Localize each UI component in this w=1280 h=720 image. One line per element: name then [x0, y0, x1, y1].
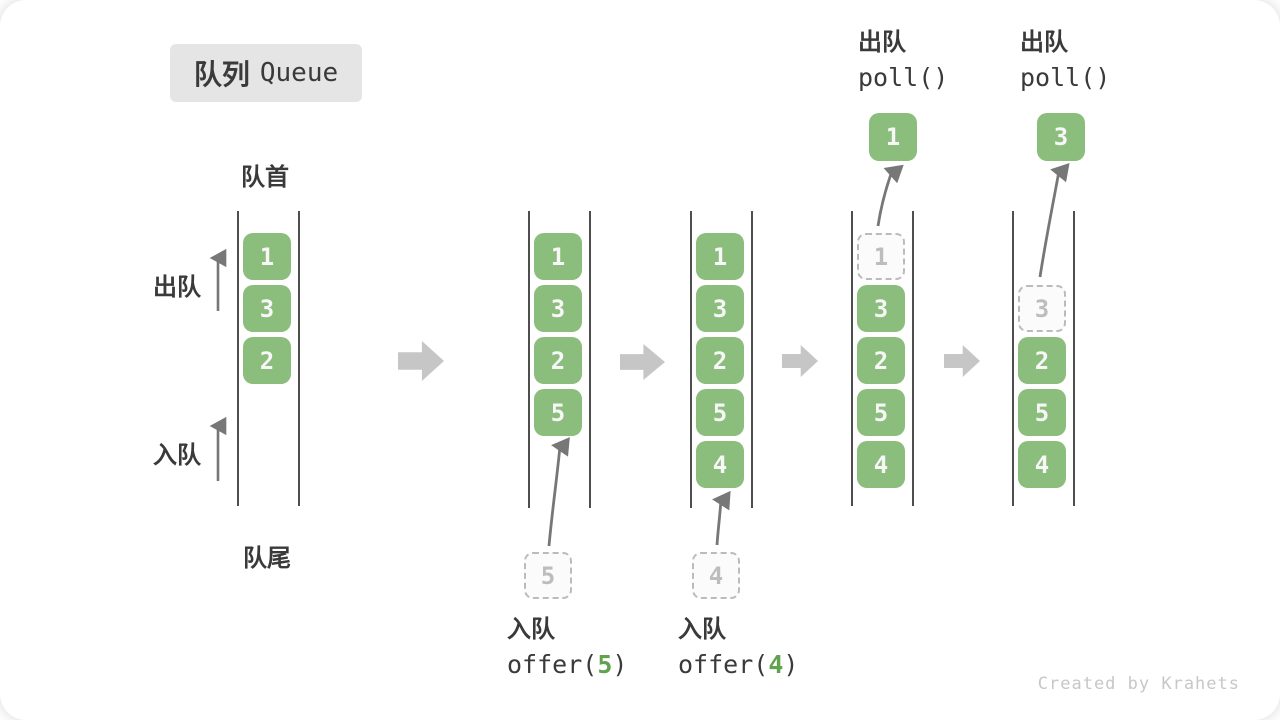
- diagram-title-zh: 队列: [193, 59, 250, 90]
- enqueue-4-arrow-icon: [712, 490, 731, 546]
- enqueue-side-label: 入队: [153, 442, 201, 469]
- queue4-cell: 5: [857, 389, 905, 436]
- queue4-dequeued-slot: 1: [857, 233, 905, 280]
- queue2-incoming-cell: 5: [524, 552, 572, 599]
- queue5-cell: 4: [1018, 441, 1066, 488]
- queue2-cell: 5: [534, 389, 582, 436]
- queue5-cell: 2: [1018, 337, 1066, 384]
- queue-front-label: 队首: [241, 164, 289, 191]
- queue3-cell: 2: [696, 337, 744, 384]
- queue2-cell: 1: [534, 233, 582, 280]
- transition-arrow-icon: [944, 345, 980, 377]
- transition-arrow-icon: [782, 345, 818, 377]
- transition-arrow-icon: [620, 344, 665, 380]
- op-offer5-zh: 入队: [507, 616, 555, 643]
- queue3-cell: 1: [696, 233, 744, 280]
- op-poll2-zh: 出队: [1020, 29, 1068, 56]
- dequeue-3-arrow-icon: [1038, 162, 1070, 278]
- op-offer5-code: offer(5): [507, 650, 628, 679]
- op-label-offer-4: 入队 offer(4): [678, 616, 799, 679]
- queue4-right-wall: [912, 211, 914, 506]
- queue5-right-wall: [1073, 211, 1075, 506]
- queue3-left-wall: [690, 211, 692, 508]
- queue4-outgoing-cell: 1: [869, 113, 917, 161]
- queue2-cell: 3: [534, 285, 582, 332]
- queue4-cell: 4: [857, 441, 905, 488]
- queue3-right-wall: [751, 211, 753, 508]
- dequeue-1-arrow-icon: [876, 164, 904, 227]
- queue-rear-label: 队尾: [243, 545, 291, 572]
- queue4-cell: 2: [857, 337, 905, 384]
- op-label-poll-2: 出队 poll(): [1020, 29, 1111, 92]
- queue5-cell: 5: [1018, 389, 1066, 436]
- diagram-title-en: Queue: [259, 58, 339, 88]
- queue3-cell: 3: [696, 285, 744, 332]
- queue2-cell: 2: [534, 337, 582, 384]
- dequeue-side-label: 出队: [153, 274, 201, 301]
- op-label-poll-1: 出队 poll(): [858, 29, 949, 92]
- queue1-cell: 2: [243, 337, 291, 384]
- queue4-cell: 3: [857, 285, 905, 332]
- transition-arrow-icon: [398, 341, 444, 381]
- watermark: Created by Krahets: [1037, 674, 1240, 694]
- queue1-cell: 3: [243, 285, 291, 332]
- op-poll1-zh: 出队: [858, 29, 906, 56]
- enqueue-5-arrow-icon: [547, 437, 570, 547]
- op-label-offer-5: 入队 offer(5): [507, 616, 628, 679]
- queue5-outgoing-cell: 3: [1037, 113, 1085, 161]
- queue1-right-wall: [298, 211, 300, 506]
- queue1-left-wall: [237, 211, 239, 506]
- op-poll2-code: poll(): [1020, 63, 1111, 92]
- queue3-cell: 4: [696, 441, 744, 488]
- op-poll1-code: poll(): [858, 63, 949, 92]
- queue2-right-wall: [589, 211, 591, 508]
- queue1-cell: 1: [243, 233, 291, 280]
- op-offer4-code: offer(4): [678, 650, 799, 679]
- queue3-incoming-cell: 4: [692, 552, 740, 599]
- queue4-left-wall: [851, 211, 853, 506]
- queue5-left-wall: [1012, 211, 1014, 506]
- queue3-cell: 5: [696, 389, 744, 436]
- diagram-title-box: 队列 Queue: [170, 44, 362, 102]
- queue2-left-wall: [528, 211, 530, 508]
- queue5-dequeued-slot: 3: [1018, 285, 1066, 332]
- op-offer4-zh: 入队: [678, 616, 726, 643]
